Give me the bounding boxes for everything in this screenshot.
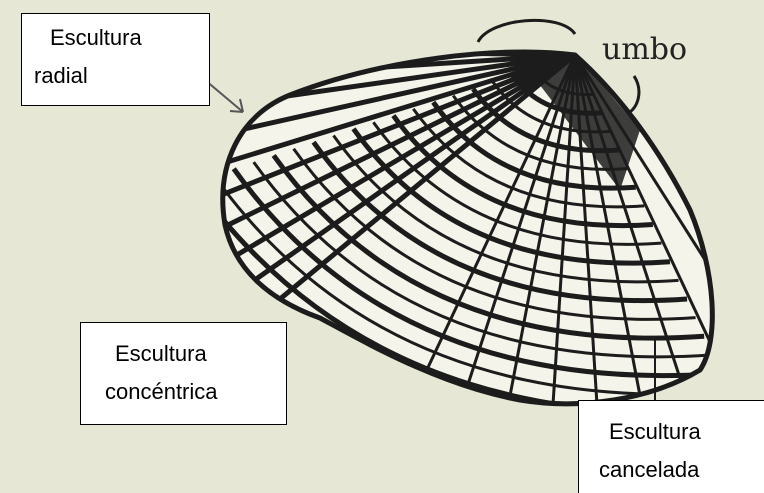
label-concentric-line2: concéntrica [105,373,286,411]
label-concentric-sculpture: Escultura concéntrica [80,322,287,425]
umbo-label: umbo [602,32,687,67]
label-cancellate-line2: cancelada [599,451,764,489]
label-cancellate-line1: Escultura [599,413,764,451]
label-radial-line1: Escultura [34,19,209,57]
label-radial-line2: radial [34,57,209,95]
label-concentric-line1: Escultura [105,335,286,373]
label-cancellate-sculpture: Escultura cancelada [578,400,764,493]
label-radial-sculpture: Escultura radial [21,13,210,106]
